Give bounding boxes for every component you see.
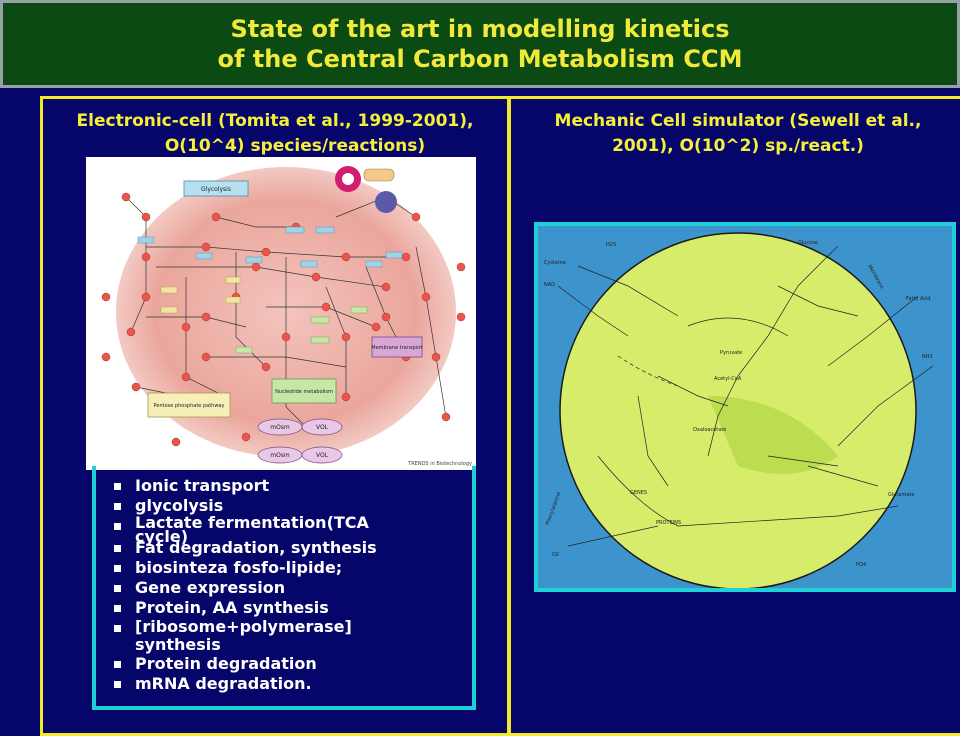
left-panel-heading: Electronic-cell (Tomita et al., 1999-200… xyxy=(43,109,507,159)
label-nh3: NH3 xyxy=(922,354,933,360)
bullet-icon xyxy=(114,565,121,572)
mosm-label-2: mOsm xyxy=(270,452,290,459)
bullet-icon xyxy=(114,483,121,490)
label-glutamate: Glutamate xyxy=(888,492,914,498)
bullet-icon xyxy=(114,661,121,668)
pathway-arrows xyxy=(557,245,934,547)
mechanic-cell-svg: H2S Glucose Cysteine NAD Fatty Acid NH3 … xyxy=(538,226,952,590)
right-heading-line-2: 2001), O(10^2) sp./react.) xyxy=(612,136,864,156)
vol-ellipse-1 xyxy=(301,418,343,436)
enzyme-boxes xyxy=(137,226,403,268)
bullet-icon xyxy=(114,605,121,612)
cell-icon-pink-core xyxy=(342,173,354,185)
bullet-icon xyxy=(114,585,121,592)
bullet-icon xyxy=(114,503,121,510)
mechanic-cell-figure: H2S Glucose Cysteine NAD Fatty Acid NH3 … xyxy=(534,222,956,592)
list-item: Gene expression xyxy=(114,578,414,598)
label-glucose: Glucose xyxy=(798,240,818,246)
label-genes: GENES xyxy=(630,490,647,496)
label-oxaloacetate: Oxaloacetate xyxy=(693,427,726,433)
slide-title-line-1: State of the art in modelling kinetics xyxy=(230,15,730,43)
right-panel-heading: Mechanic Cell simulator (Sewell et al., … xyxy=(511,109,960,159)
list-item: mRNA degradation. xyxy=(114,674,414,694)
pentose-phosphate-box xyxy=(147,392,231,418)
left-heading-line-2: O(10^4) species/reactions) xyxy=(164,136,426,156)
label-acetyl-coa: Acetyl-CoA xyxy=(714,376,742,382)
nucleotide-metabolism-box xyxy=(271,378,337,404)
bullet-icon xyxy=(114,681,121,688)
list-item: Ionic transport xyxy=(114,476,414,496)
glycolysis-box xyxy=(183,180,249,197)
membrane-transport-box xyxy=(371,336,423,358)
ecell-diagram-figure: Glycolysis Membrane transport Nucleotide… xyxy=(86,157,476,470)
list-item: biosinteza fosfo-lipide; xyxy=(114,558,414,578)
glycolysis-label: Glycolysis xyxy=(201,186,231,193)
bullet-icon xyxy=(114,523,121,530)
list-item: Protein degradation xyxy=(114,654,414,674)
label-po4: PO4 xyxy=(856,562,866,568)
membrane-transport-label: Membrane transport xyxy=(371,345,423,351)
pentose-phosphate-label: Pentose phosphate pathway xyxy=(154,403,225,409)
vol-label-2: VOL xyxy=(316,452,329,459)
list-item: Protein, AA synthesis xyxy=(114,598,414,618)
bullet-icon xyxy=(114,545,121,552)
slide-title-line-2: of the Central Carbon Metabolism CCM xyxy=(217,45,743,73)
label-h2s: H2S xyxy=(606,242,616,248)
label-nad: NAD xyxy=(544,282,555,288)
cell-icon-purple xyxy=(375,191,397,213)
hemoglobin-box xyxy=(363,168,395,182)
mitochondrion-shape xyxy=(708,396,838,474)
bullet-icon xyxy=(114,625,121,632)
ecell-diagram-svg: Glycolysis Membrane transport Nucleotide… xyxy=(101,166,472,467)
label-cysteine: Cysteine xyxy=(544,260,566,266)
list-item: glycolysis xyxy=(114,496,414,516)
list-item: Lactate fermentation(TCA cycle) xyxy=(114,515,414,545)
vol-ellipse-2 xyxy=(301,446,343,464)
process-list-box xyxy=(92,466,476,710)
label-o2: O2 xyxy=(552,552,559,558)
vol-label-1: VOL xyxy=(316,424,329,431)
mosm-label-1: mOsm xyxy=(270,424,290,431)
slide-title-bar: State of the art in modelling kinetics o… xyxy=(0,0,960,88)
label-pyruvate: Pyruvate xyxy=(720,350,742,356)
enzyme-boxes-yellow xyxy=(160,276,241,314)
mech-labels: H2S Glucose Cysteine NAD Fatty Acid NH3 … xyxy=(544,240,933,568)
figure-credit: TRENDS in Biotechnology xyxy=(407,461,472,467)
left-heading-line-1: Electronic-cell (Tomita et al., 1999-200… xyxy=(76,111,474,131)
list-item: Fat degradation, synthesis xyxy=(114,538,414,558)
label-proteins: PROTEINS xyxy=(656,520,681,526)
list-item: [ribosome+polymerase] synthesis xyxy=(114,618,414,654)
nucleotide-metabolism-label: Nucleotide metabolism xyxy=(275,389,333,395)
process-list: Ionic transport glycolysis Lactate ferme… xyxy=(114,476,414,694)
label-fatty-acid: Fatty Acid xyxy=(906,296,931,302)
right-heading-line-1: Mechanic Cell simulator (Sewell et al., xyxy=(554,111,922,131)
